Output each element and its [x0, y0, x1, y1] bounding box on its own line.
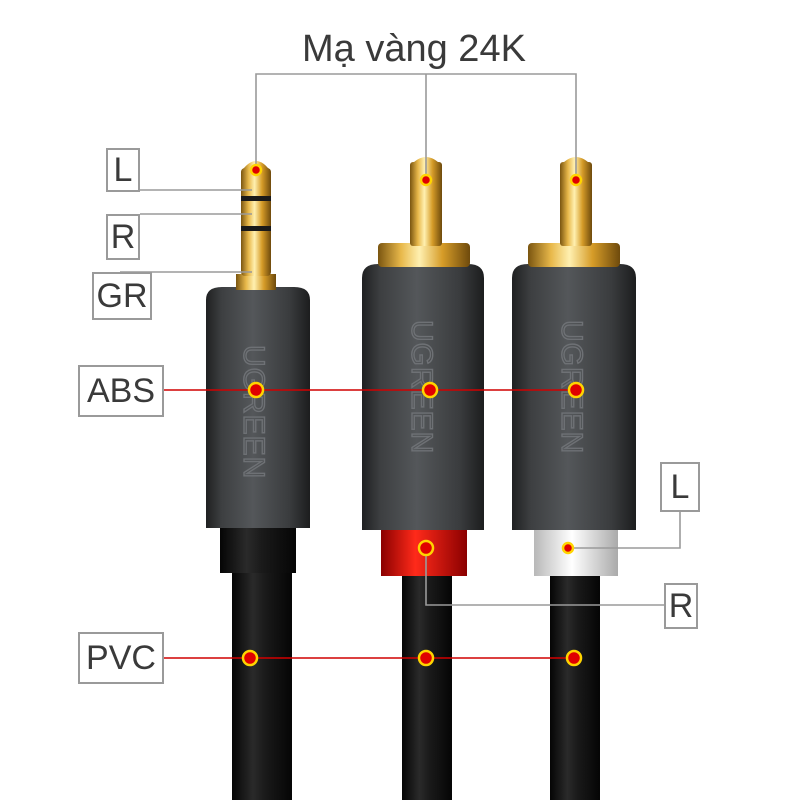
rca-red-pin — [410, 162, 442, 246]
gold-leader — [255, 73, 577, 178]
rca-right-label: R — [664, 583, 698, 629]
rca-white-shell — [528, 243, 620, 267]
aux-housing — [206, 287, 310, 528]
rca-white-pin — [560, 162, 592, 246]
aux-jack-plug: UGREEN — [206, 161, 310, 800]
marker-abs-red — [421, 381, 439, 399]
callout-lines — [160, 389, 576, 659]
aux-cable — [232, 560, 292, 800]
rca-plug-red: UGREEN — [362, 157, 484, 800]
tip-left-label: L — [106, 148, 140, 192]
marker-abs-white — [567, 381, 585, 399]
aux-plug-collar — [236, 274, 276, 290]
ring-right-label: R — [106, 214, 140, 260]
rca-white-cable — [550, 570, 600, 800]
marker-pvc-red — [417, 649, 435, 667]
rca-plug-white: UGREEN — [512, 157, 636, 800]
marker-tip — [249, 163, 263, 177]
rca-right-leader — [425, 548, 664, 606]
marker-abs-aux — [247, 381, 265, 399]
markers — [241, 163, 585, 667]
gold-plating-label: Mạ vàng 24K — [302, 28, 526, 70]
aux-brand-logo: UGREEN — [237, 345, 270, 479]
aux-plug-pin — [241, 168, 271, 276]
rca-white-ring — [534, 528, 618, 576]
aux-strain-relief — [220, 525, 296, 573]
rca-red-housing — [362, 264, 484, 530]
cable-material-label: PVC — [78, 632, 164, 684]
rca-red-shell — [378, 243, 470, 267]
leader-lines — [120, 73, 681, 606]
aux-insulator-2 — [241, 226, 271, 231]
marker-white-ring — [561, 541, 575, 555]
marker-red-ring — [417, 539, 435, 557]
marker-gold-mid — [419, 173, 433, 187]
ground-label: GR — [92, 272, 152, 320]
housing-material-label: ABS — [78, 365, 164, 417]
marker-gold-right — [569, 173, 583, 187]
rca-left-leader — [568, 500, 681, 549]
marker-pvc-aux — [241, 649, 259, 667]
marker-pvc-white — [565, 649, 583, 667]
rca-red-cable — [402, 570, 452, 800]
aux-insulator-1 — [241, 196, 271, 201]
rca-left-label: L — [660, 462, 700, 512]
